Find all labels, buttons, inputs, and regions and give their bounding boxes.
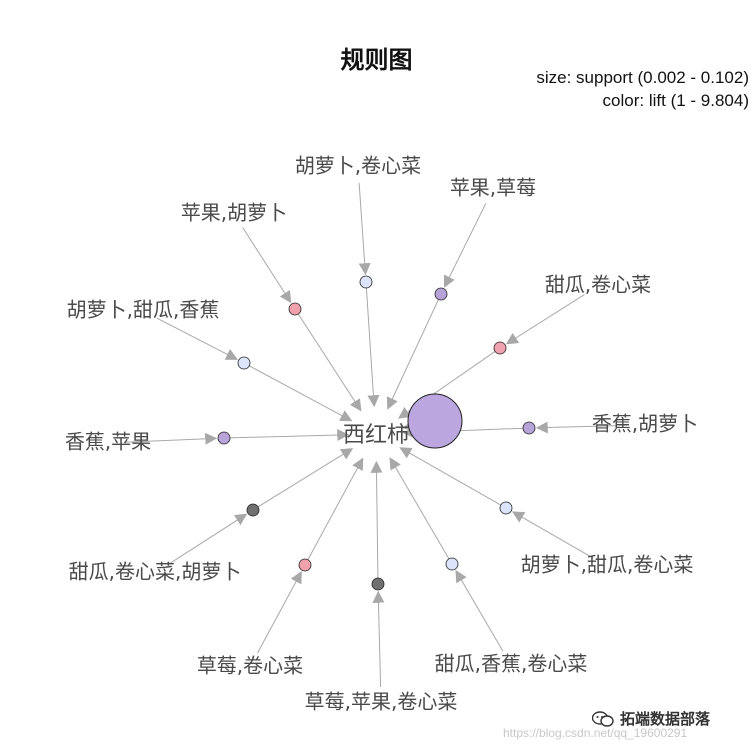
rule-node-hub[interactable] bbox=[407, 393, 463, 449]
edge-rule-to-center bbox=[365, 287, 380, 408]
brand-logo: 拓端数据部落 bbox=[592, 708, 710, 729]
edge-antecedent-to-rule bbox=[156, 317, 238, 360]
edge-antecedent-to-rule bbox=[168, 513, 248, 565]
source-url: https://blog.csdn.net/qq_19600291 bbox=[503, 726, 688, 740]
edge-rule-to-center bbox=[386, 299, 439, 410]
edge-antecedent-to-rule bbox=[535, 421, 630, 434]
rule-node[interactable] bbox=[499, 501, 513, 515]
antecedent-label: 甜瓜,香蕉,卷心菜 bbox=[435, 652, 588, 676]
edge-rule-to-center bbox=[257, 448, 354, 508]
rule-node[interactable] bbox=[493, 341, 507, 355]
wechat-icon bbox=[592, 710, 614, 727]
edge-rule-to-center bbox=[370, 460, 383, 579]
edge-antecedent-to-rule bbox=[123, 432, 218, 445]
edge-rule-to-center bbox=[297, 313, 362, 412]
rule-node[interactable] bbox=[298, 558, 312, 572]
edge-antecedent-to-rule bbox=[242, 227, 292, 304]
edge-rule-to-center bbox=[389, 457, 450, 560]
rule-node[interactable] bbox=[246, 503, 260, 517]
rule-node[interactable] bbox=[522, 421, 536, 435]
rule-node[interactable] bbox=[371, 577, 385, 591]
rule-node[interactable] bbox=[359, 275, 373, 289]
antecedent-label: 香蕉,苹果 bbox=[65, 430, 151, 454]
legend-color: color: lift (1 - 9.804) bbox=[602, 91, 749, 110]
rule-node[interactable] bbox=[445, 557, 459, 571]
antecedent-label: 草莓,苹果,卷心菜 bbox=[305, 690, 458, 714]
edge-rule-to-center bbox=[249, 365, 353, 422]
legend-size: size: support (0.002 - 0.102) bbox=[536, 68, 749, 87]
rule-node[interactable] bbox=[434, 287, 448, 301]
center-item-label: 西红柿 bbox=[343, 423, 409, 448]
antecedent-label: 甜瓜,卷心菜 bbox=[545, 273, 651, 297]
rule-node[interactable] bbox=[288, 302, 302, 316]
edge-antecedent-to-rule bbox=[455, 569, 504, 652]
rule-node[interactable] bbox=[217, 431, 231, 445]
edge-rule-to-center bbox=[229, 429, 350, 442]
antecedent-label: 苹果,草莓 bbox=[450, 176, 536, 200]
antecedent-label: 胡萝卜,甜瓜,香蕉 bbox=[67, 298, 220, 322]
edge-antecedent-to-rule bbox=[358, 182, 371, 276]
edge-antecedent-to-rule bbox=[505, 294, 585, 345]
antecedent-label: 苹果,胡萝卜 bbox=[181, 201, 287, 225]
edge-rule-to-center bbox=[399, 447, 502, 506]
antecedent-label: 胡萝卜,甜瓜,卷心菜 bbox=[521, 553, 694, 577]
rule-node[interactable] bbox=[237, 356, 251, 370]
edge-rule-to-center bbox=[307, 457, 364, 560]
edge-antecedent-to-rule bbox=[511, 511, 594, 559]
antecedent-label: 甜瓜,卷心菜,胡萝卜 bbox=[69, 560, 242, 584]
antecedent-label: 胡萝卜,卷心菜 bbox=[295, 154, 421, 178]
antecedent-label: 香蕉,胡萝卜 bbox=[592, 412, 698, 436]
edge-antecedent-to-rule bbox=[443, 203, 487, 288]
edge-antecedent-to-rule bbox=[257, 570, 302, 654]
chart-title: 规则图 bbox=[340, 46, 413, 74]
antecedent-label: 草莓,卷心菜 bbox=[197, 654, 303, 678]
brand-name: 拓端数据部落 bbox=[620, 710, 711, 728]
edge-antecedent-to-rule bbox=[372, 590, 385, 688]
